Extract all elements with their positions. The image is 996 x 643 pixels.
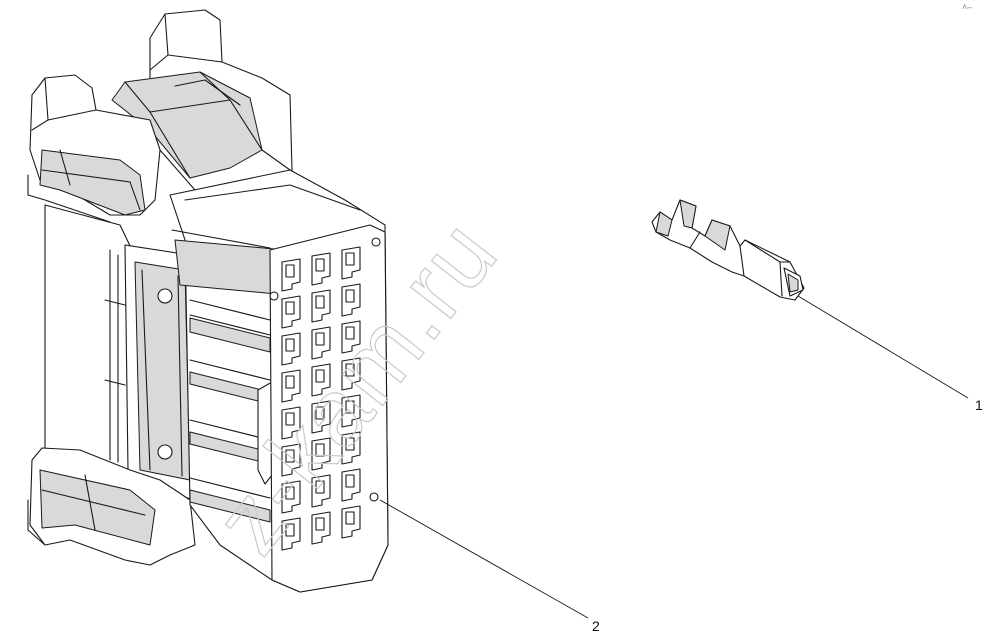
mounting-peg-lower <box>369 492 379 502</box>
terminal-cavity <box>311 474 331 508</box>
terminal-cavity <box>281 295 301 329</box>
mounting-peg-upper <box>269 291 279 301</box>
cavity-opening <box>285 301 295 315</box>
cavity-opening <box>315 480 325 494</box>
cavity-opening <box>285 264 295 278</box>
terminal <box>651 199 805 301</box>
terminal-cavity <box>341 283 361 317</box>
terminal-cavity <box>341 394 361 428</box>
terminal-cavity <box>341 431 361 465</box>
corner-mark: ˄– <box>962 2 972 12</box>
terminal-cavity <box>311 511 331 545</box>
terminal-cavity <box>341 357 361 391</box>
cavity-opening <box>345 400 355 414</box>
cavity-opening <box>315 332 325 346</box>
cavity-opening <box>345 511 355 525</box>
leader-line-1 <box>797 295 969 399</box>
cavity-opening <box>315 517 325 531</box>
connector-front-face <box>269 224 389 593</box>
cavity-opening <box>315 295 325 309</box>
terminal-cavity <box>341 468 361 502</box>
terminal-cavity <box>311 289 331 323</box>
cavity-opening <box>315 406 325 420</box>
connector-housing <box>27 9 389 593</box>
cavity-opening <box>345 363 355 377</box>
callout-1-label: 1 <box>975 397 983 413</box>
callout-1: 1 <box>797 295 983 413</box>
terminal-cavity <box>281 517 301 551</box>
terminal-cavity <box>311 326 331 360</box>
lock-hole-upper <box>157 288 173 304</box>
cavity-opening <box>315 369 325 383</box>
cavity-opening <box>345 326 355 340</box>
terminal-cavities <box>281 246 361 551</box>
left-latch-lower <box>27 447 196 566</box>
cavity-opening <box>315 258 325 272</box>
top-latch <box>111 9 293 191</box>
terminal-cavity <box>281 406 301 440</box>
cavity-opening <box>345 474 355 488</box>
terminal-cavity <box>311 252 331 286</box>
terminal-cavity <box>281 480 301 514</box>
cavity-opening <box>285 412 295 426</box>
polarity-mark <box>371 237 381 247</box>
terminal-cavity <box>281 258 301 292</box>
callout-2: 2 <box>379 499 600 634</box>
leader-line-2 <box>379 499 589 619</box>
terminal-cavity <box>311 437 331 471</box>
terminal-cavity <box>341 320 361 354</box>
left-latch-upper <box>27 74 161 223</box>
callout-2-label: 2 <box>592 618 600 634</box>
terminal-cavity <box>281 332 301 366</box>
terminal-cavity <box>311 363 331 397</box>
terminal-cavity <box>311 400 331 434</box>
cavity-opening <box>345 437 355 451</box>
cavity-opening <box>345 252 355 266</box>
cavity-opening <box>285 449 295 463</box>
terminal-cavity <box>341 505 361 539</box>
cavity-opening <box>285 375 295 389</box>
terminal-cavity <box>341 246 361 280</box>
cavity-opening <box>345 289 355 303</box>
cavity-opening <box>315 443 325 457</box>
cavity-opening <box>285 523 295 537</box>
cavity-opening <box>285 338 295 352</box>
terminal-cavity <box>281 443 301 477</box>
terminal-cavity <box>281 369 301 403</box>
lock-hole-lower <box>157 444 173 460</box>
cavity-opening <box>285 486 295 500</box>
housing-left-side <box>44 204 196 501</box>
